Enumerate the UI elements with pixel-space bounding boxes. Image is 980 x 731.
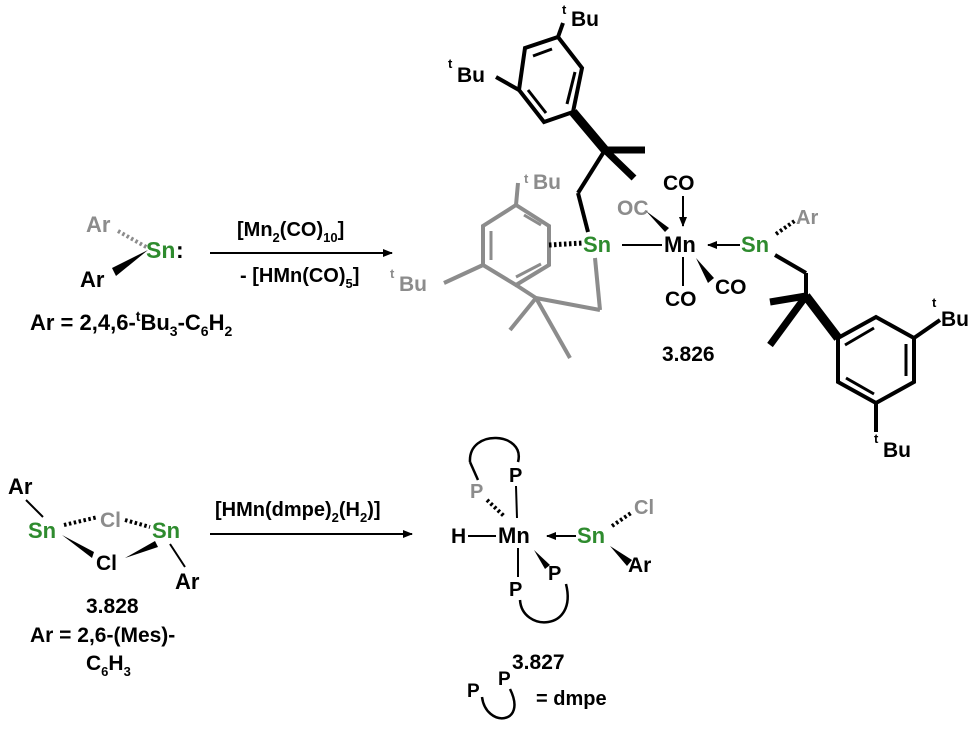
grey-aryl-ring xyxy=(443,182,602,359)
sn-atom: Sn xyxy=(152,518,180,543)
hashed-bond xyxy=(117,229,149,250)
dmpe-backbone xyxy=(480,688,516,720)
wedge-bond xyxy=(696,258,714,283)
hashed-bond xyxy=(63,515,99,527)
tbu-sup: t xyxy=(524,171,529,186)
p-atom: P xyxy=(509,579,522,601)
wedge-bond xyxy=(646,211,669,232)
dmpe-legend-text: = dmpe xyxy=(536,688,607,710)
cl-atom: Cl xyxy=(96,552,117,575)
ar-label: Ar xyxy=(8,474,33,499)
p-atom: P xyxy=(509,465,522,487)
hashed-bond xyxy=(610,511,633,528)
tbu-label: Bu xyxy=(457,64,485,87)
oc-ligand: OC xyxy=(617,197,649,220)
tbu-label: Bu xyxy=(883,439,911,462)
dmpe-backbone xyxy=(518,583,569,624)
co-ligand: CO xyxy=(663,172,695,195)
hashed-bond xyxy=(774,218,798,236)
sn-atom: Sn xyxy=(577,523,605,548)
bond xyxy=(25,499,44,518)
tbu-label: Bu xyxy=(941,308,969,331)
ar-label: Ar xyxy=(175,569,200,594)
compound-label-3826: 3.826 xyxy=(662,343,715,366)
ar-definition-2-line1: Ar = 2,6-(Mes)- xyxy=(30,624,175,647)
wedge-bond xyxy=(534,550,550,569)
mn-dmpe-product: P P H Mn P P Sn Cl Ar xyxy=(451,436,654,624)
ar-definition-2-line2: C6H3 xyxy=(86,652,131,679)
co-ligand: CO xyxy=(715,276,747,299)
ar-label: Ar xyxy=(628,554,651,577)
tbu-sup: t xyxy=(932,295,937,310)
tbu-sup: t xyxy=(874,431,879,446)
tbu-sup: t xyxy=(448,56,453,71)
lone-pair: : xyxy=(176,237,184,263)
ar-label: Ar xyxy=(80,267,105,292)
tbu-sup: t xyxy=(562,2,567,17)
tbu-label: Bu xyxy=(571,8,599,31)
p-atom: P xyxy=(548,563,561,585)
upper-aryl-ring xyxy=(495,22,645,233)
hashed-bond xyxy=(548,240,584,248)
wedge-bond xyxy=(62,535,94,558)
tbu-label: Bu xyxy=(399,273,427,296)
hashed-bond xyxy=(124,518,151,529)
wedge-bond xyxy=(610,546,632,566)
tbu-sup: t xyxy=(390,266,395,281)
ar-label: Ar xyxy=(796,207,818,229)
chloride-dimer-reactant: Ar Sn Cl Cl Sn Ar xyxy=(8,474,200,594)
cl-atom: Cl xyxy=(100,509,121,532)
p-atom: P xyxy=(470,481,483,503)
sn-atom: Sn xyxy=(741,232,769,257)
reagent-2: [HMn(dmpe)2(H2)] xyxy=(215,499,381,525)
stannylene-reactant: Ar Sn : Ar xyxy=(80,212,184,292)
sn-atom: Sn xyxy=(28,518,56,543)
dmpe-legend: P P = dmpe xyxy=(467,669,607,720)
tbu-label: Bu xyxy=(533,171,561,194)
ar-definition-1: Ar = 2,4,6-tBu3-C6H2 xyxy=(30,308,232,339)
co-ligand: CO xyxy=(665,288,697,311)
lower-aryl-ring xyxy=(767,253,942,432)
bond xyxy=(468,461,480,481)
compound-label-3828: 3.828 xyxy=(86,595,139,618)
p-atom: P xyxy=(498,669,511,690)
mn-p-bond xyxy=(515,485,518,519)
wedge-bond xyxy=(112,250,148,276)
sn-atom: Sn xyxy=(146,237,175,263)
wedge-bond xyxy=(125,541,158,558)
cl-atom: Cl xyxy=(634,497,654,519)
mn-atom: Mn xyxy=(498,523,530,548)
h-atom: H xyxy=(451,525,466,548)
mn-atom: Mn xyxy=(664,232,696,257)
sn-atom: Sn xyxy=(583,232,611,257)
ar-label: Ar xyxy=(86,212,111,237)
dmpe-backbone xyxy=(468,436,520,463)
hashed-bond xyxy=(485,498,507,519)
byproduct-1: - [HMn(CO)5] xyxy=(240,265,359,291)
reagent-1: [Mn2(CO)10] xyxy=(237,219,344,245)
bond xyxy=(169,543,186,568)
compound-label-3827: 3.827 xyxy=(512,651,565,674)
p-atom: P xyxy=(467,681,480,702)
